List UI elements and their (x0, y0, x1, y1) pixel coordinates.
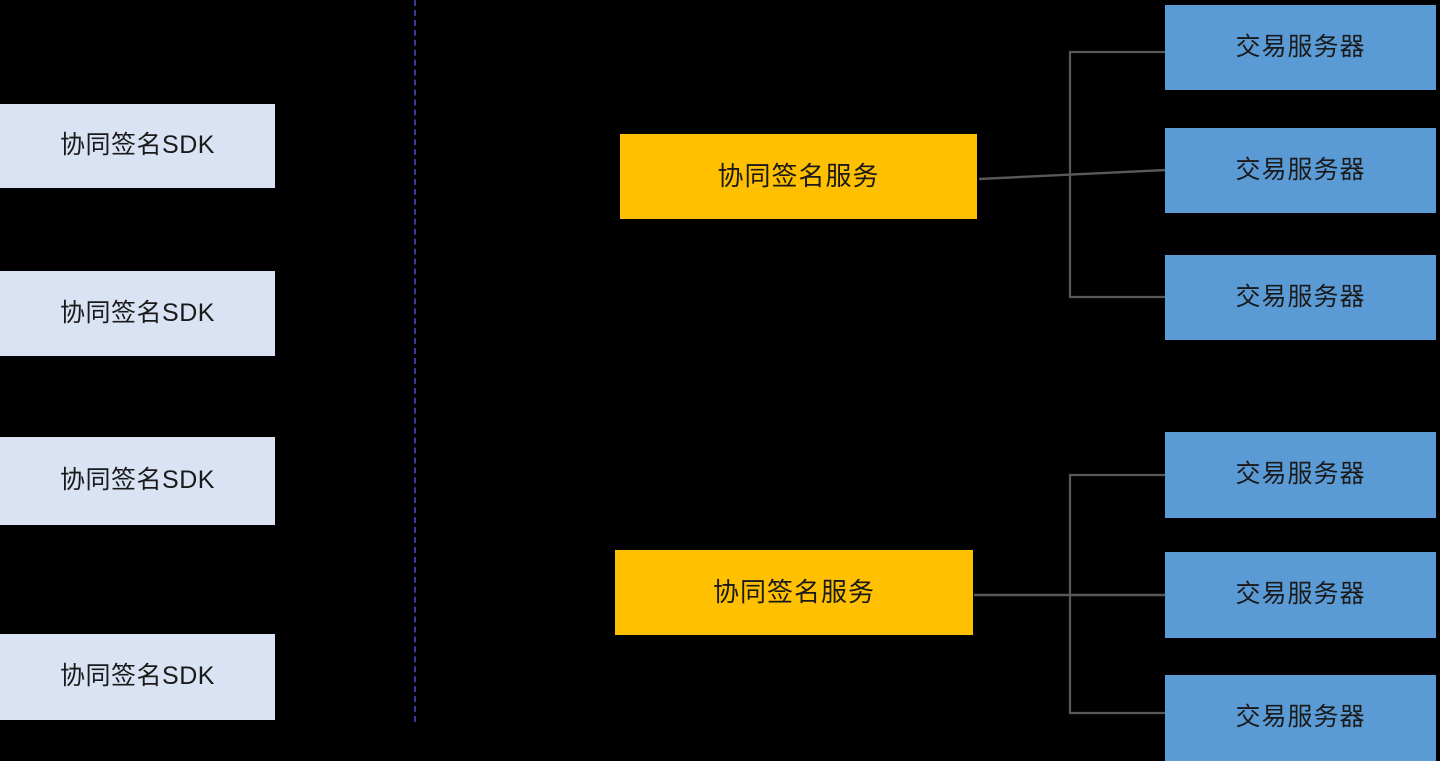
sdk-box-4-label: 协同签名SDK (60, 662, 215, 691)
sdk-box-3-label: 协同签名SDK (60, 466, 215, 495)
transaction-server-box-3[interactable]: 交易服务器 (1165, 255, 1436, 340)
signing-service-box-2-label: 协同签名服务 (712, 577, 875, 608)
transaction-server-box-6-label: 交易服务器 (1235, 703, 1366, 732)
sdk-box-4[interactable]: 协同签名SDK (0, 634, 275, 720)
connector-group-upper (978, 50, 1167, 299)
transaction-server-box-5-label: 交易服务器 (1235, 580, 1366, 609)
sdk-box-1[interactable]: 协同签名SDK (0, 104, 275, 188)
transaction-server-box-2[interactable]: 交易服务器 (1165, 128, 1436, 213)
sdk-box-3[interactable]: 协同签名SDK (0, 437, 275, 525)
signing-service-box-1[interactable]: 协同签名服务 (620, 134, 977, 219)
transaction-server-box-6[interactable]: 交易服务器 (1165, 675, 1436, 761)
sdk-box-2-label: 协同签名SDK (60, 298, 215, 327)
sdk-box-1-label: 协同签名SDK (60, 131, 215, 160)
connector-group-lower (974, 473, 1166, 715)
transaction-server-box-2-label: 交易服务器 (1235, 155, 1366, 184)
transaction-server-box-3-label: 交易服务器 (1235, 282, 1366, 311)
transaction-server-box-4[interactable]: 交易服务器 (1165, 432, 1436, 518)
transaction-server-box-5[interactable]: 交易服务器 (1165, 552, 1436, 638)
sdk-box-2[interactable]: 协同签名SDK (0, 271, 275, 356)
transaction-server-box-1[interactable]: 交易服务器 (1165, 5, 1436, 90)
transaction-server-box-4-label: 交易服务器 (1235, 460, 1366, 489)
vertical-dashed-divider (414, 0, 416, 722)
signing-service-box-2[interactable]: 协同签名服务 (615, 550, 973, 635)
connector-upper-branch-2 (978, 168, 1167, 181)
signing-service-box-1-label: 协同签名服务 (717, 161, 880, 192)
transaction-server-box-1-label: 交易服务器 (1235, 32, 1366, 61)
